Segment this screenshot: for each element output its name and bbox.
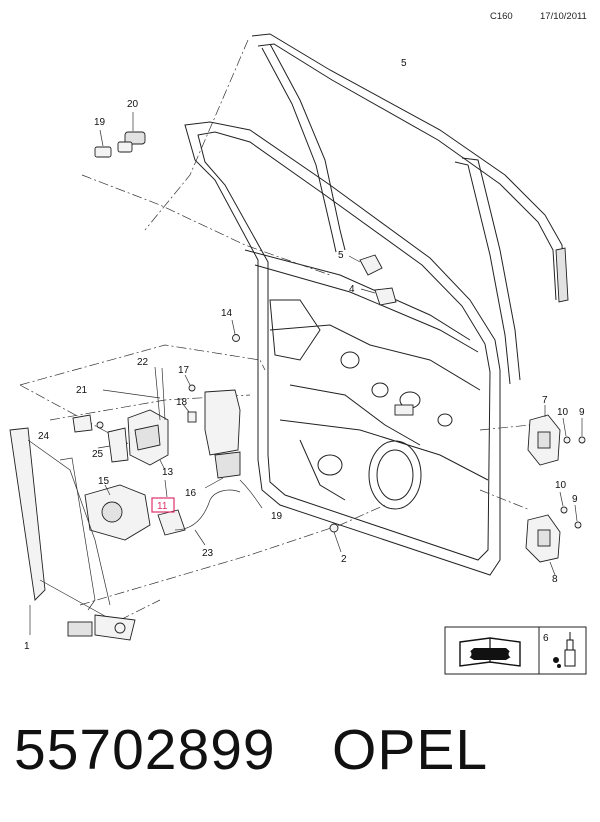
part-22-rod bbox=[154, 366, 166, 421]
callout-7: 7 bbox=[542, 395, 548, 406]
part-2-bolt bbox=[329, 523, 342, 553]
callout-8: 8 bbox=[552, 574, 558, 585]
part-11-label-marker bbox=[157, 479, 186, 536]
callout-22: 22 bbox=[137, 357, 149, 368]
part-21-rod bbox=[102, 389, 161, 399]
part-15-cover bbox=[204, 389, 241, 489]
drawing-code: C160 bbox=[490, 11, 513, 22]
part-1-window-regulator bbox=[9, 427, 136, 641]
window-channel-part-3 bbox=[251, 33, 569, 385]
part-8-lower-hinge bbox=[525, 514, 561, 576]
door-shell bbox=[184, 121, 501, 576]
callout-14: 15 bbox=[98, 476, 110, 487]
callout-12: 13 bbox=[162, 467, 174, 478]
part-24-striker bbox=[72, 414, 104, 433]
callout-18: 18 bbox=[176, 397, 188, 408]
callout-13: 14 bbox=[221, 308, 233, 319]
manual-wrench-icon bbox=[459, 637, 521, 667]
callout-10-lower: 10 bbox=[555, 480, 567, 491]
callout-17: 17 bbox=[178, 365, 190, 376]
callout-11: 11 bbox=[157, 501, 168, 512]
callout-4: 4 bbox=[349, 284, 355, 295]
part-7-upper-hinge bbox=[527, 405, 561, 466]
hinge-fasteners bbox=[559, 417, 586, 529]
brand-name: OPEL bbox=[332, 718, 489, 782]
part-17-clip bbox=[184, 374, 196, 392]
part-19-connector bbox=[94, 129, 112, 158]
callout-5: 5 bbox=[338, 250, 344, 261]
legend-item-6: 6 bbox=[543, 633, 549, 644]
part-4-bracket bbox=[360, 287, 397, 306]
callout-1: 1 bbox=[24, 641, 30, 652]
callout-23: 23 bbox=[202, 548, 214, 559]
drawing-date: 17/10/2011 bbox=[540, 11, 587, 22]
callout-16: 19 bbox=[271, 511, 283, 522]
callout-2: 2 bbox=[341, 554, 347, 565]
callout-21: 21 bbox=[76, 385, 88, 396]
part-12-door-lock bbox=[127, 409, 169, 471]
legend-box: 6 bbox=[444, 626, 587, 675]
grease-tube-icon bbox=[553, 632, 576, 668]
callout-labels: 5 20 19 5 4 14 22 17 21 18 7 10 9 24 25 … bbox=[24, 58, 585, 652]
callout-15: 16 bbox=[185, 488, 197, 499]
part-14-window-motor bbox=[84, 484, 151, 541]
callout-3: 5 bbox=[401, 58, 407, 69]
part-16-cable bbox=[239, 479, 263, 509]
part-number: 55702899 bbox=[14, 718, 276, 782]
part-23-cable bbox=[174, 489, 241, 546]
part-18-clip bbox=[182, 403, 197, 423]
callout-25: 25 bbox=[92, 449, 104, 460]
highlight-box-11 bbox=[151, 497, 175, 513]
part-5-clip bbox=[348, 254, 383, 276]
part-20-connector bbox=[117, 112, 146, 153]
callout-9-lower: 9 bbox=[572, 494, 578, 505]
part-13-bolt bbox=[231, 319, 240, 342]
callout-10-upper: 10 bbox=[557, 407, 569, 418]
callout-9-upper: 9 bbox=[579, 407, 585, 418]
callout-24: 24 bbox=[38, 431, 50, 442]
callout-20: 20 bbox=[127, 99, 139, 110]
part-25-bracket bbox=[97, 427, 129, 463]
callout-19: 19 bbox=[94, 117, 106, 128]
